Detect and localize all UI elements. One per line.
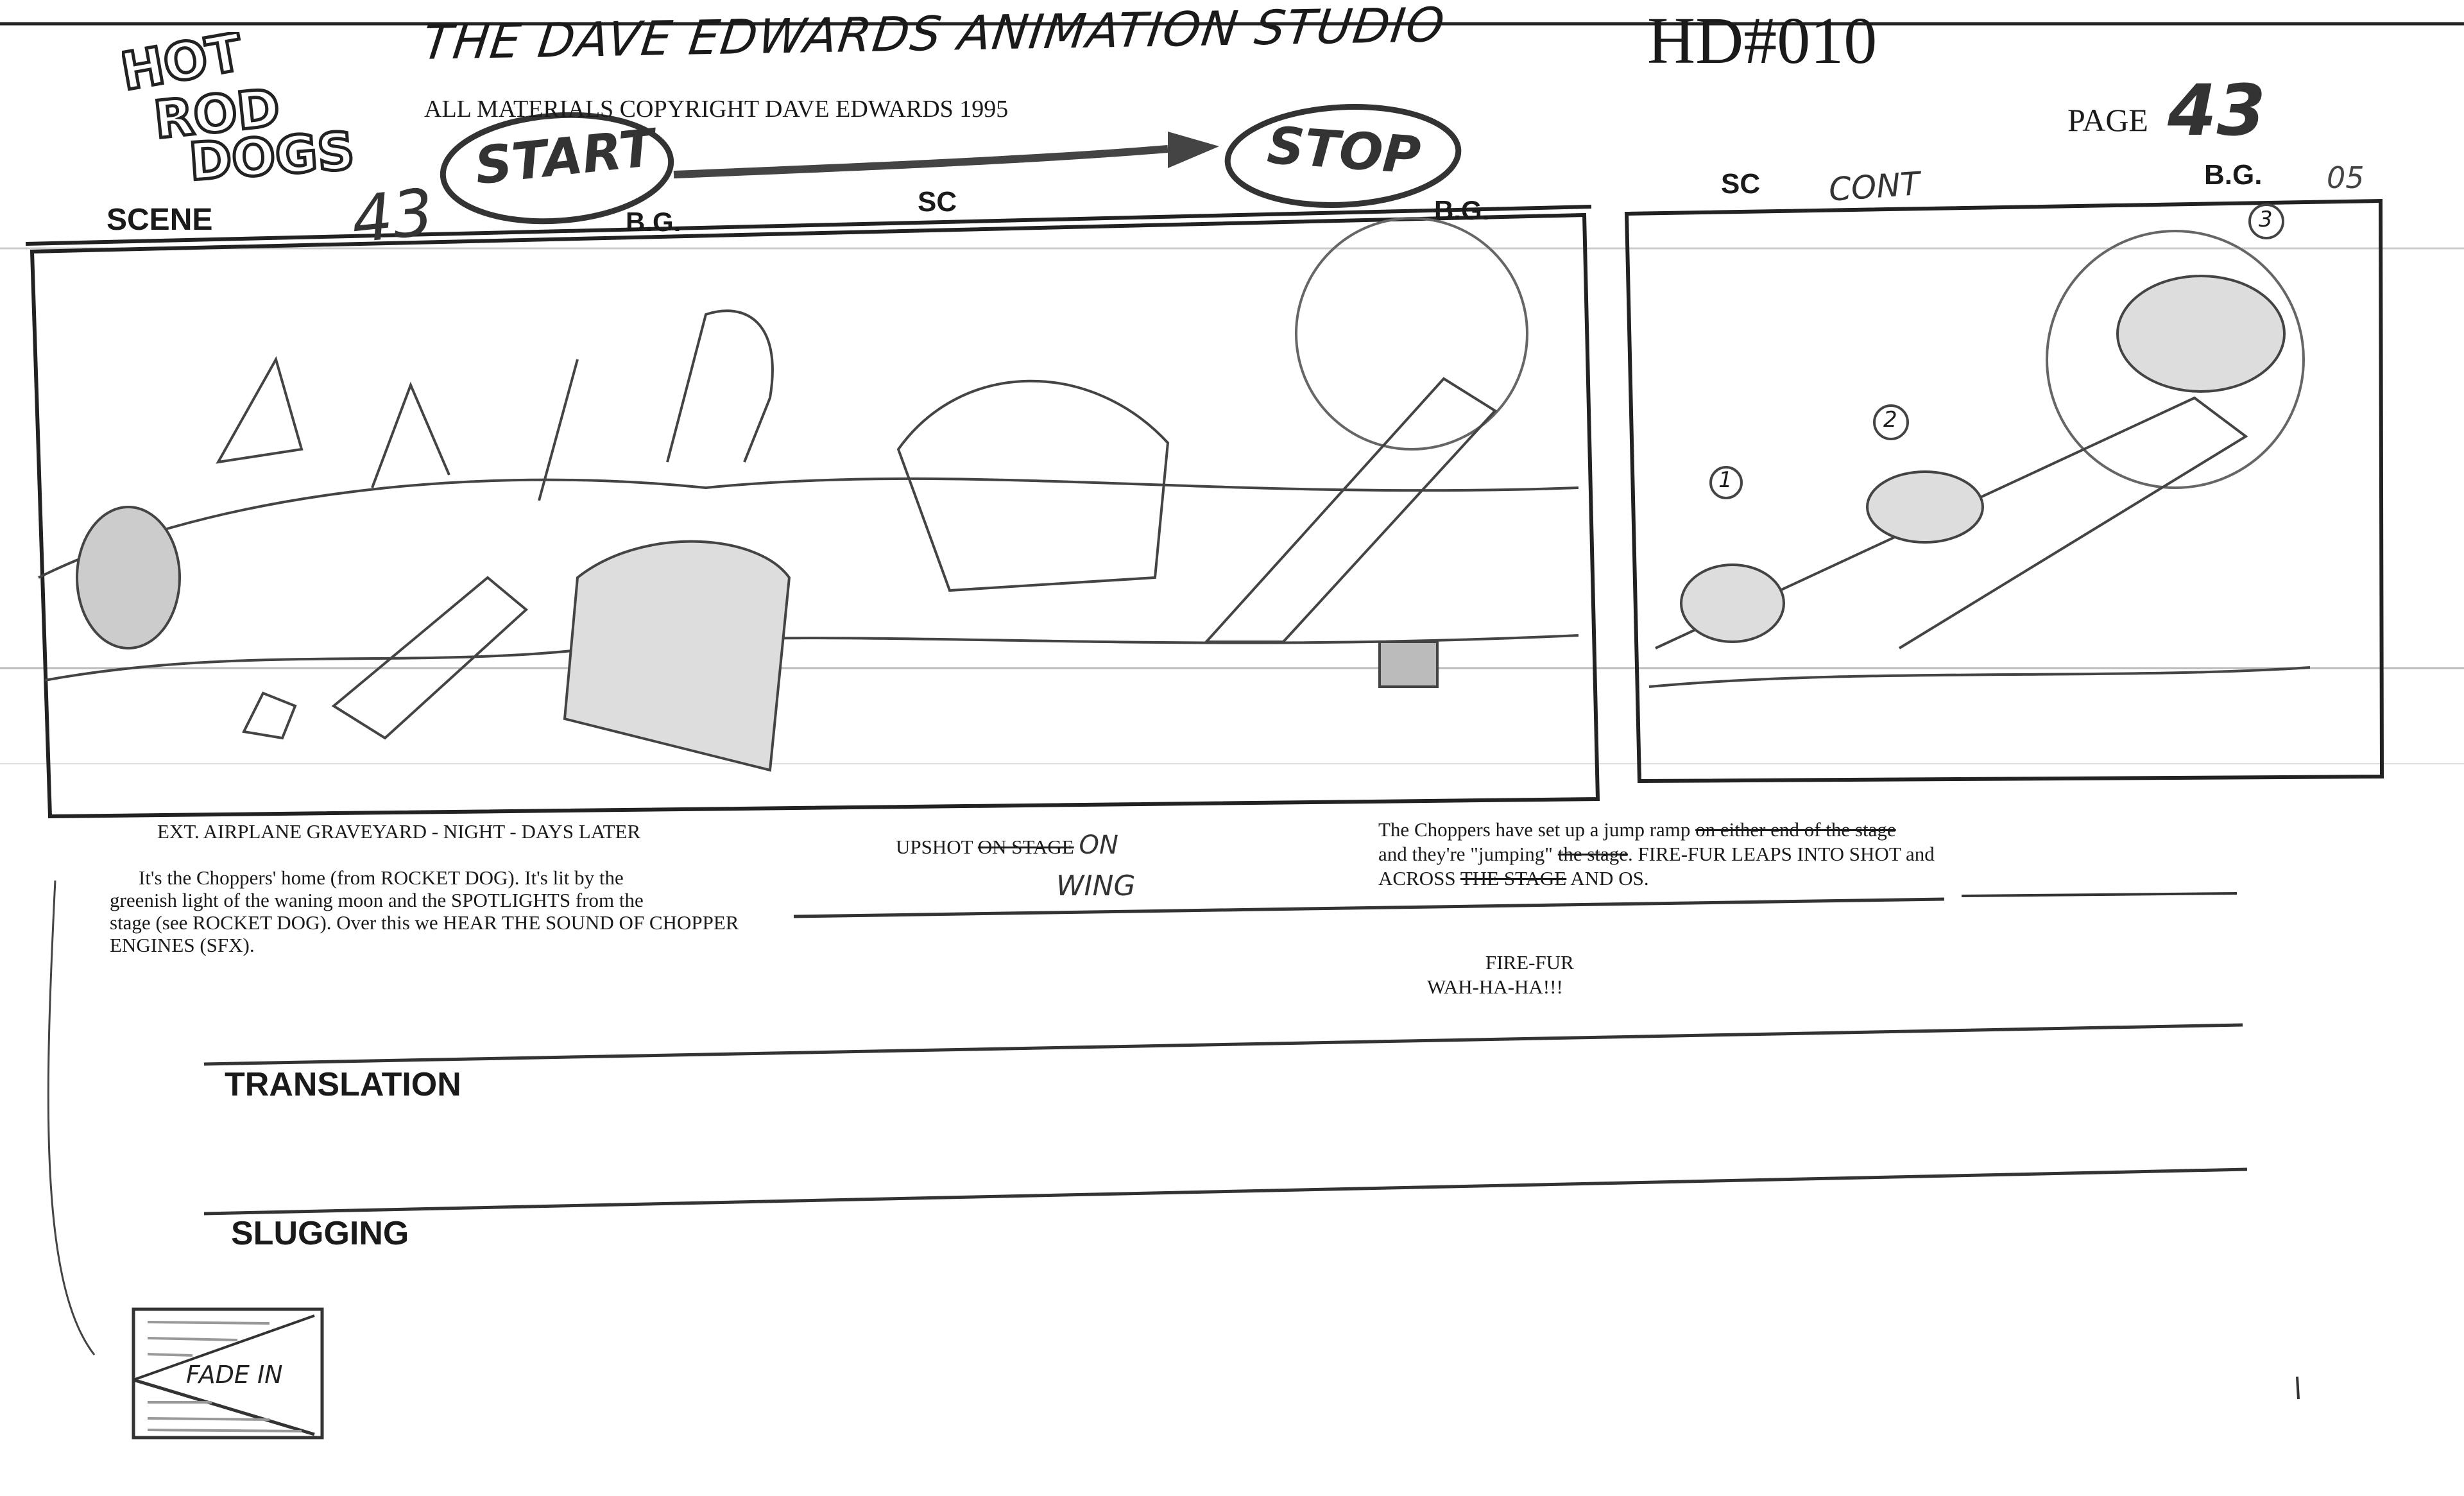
fade-in-label: FADE IN	[186, 1361, 283, 1389]
scene-slugline: EXT. AIRPLANE GRAVEYARD - NIGHT - DAYS L…	[157, 820, 641, 843]
slugging-label: SLUGGING	[231, 1215, 409, 1252]
scene-label: SCENE	[107, 203, 213, 237]
page-label: PAGE	[2067, 102, 2148, 138]
episode-code: HD#010	[1647, 4, 1878, 78]
description-line: greenish light of the waning moon and th…	[110, 889, 644, 911]
logo-graphic: HOT ROD DOGS	[115, 21, 358, 194]
description-line: It's the Choppers' home (from ROCKET DOG…	[139, 866, 624, 889]
panel-2-bg-value: 05	[2327, 160, 2365, 195]
action-text: AND OS.	[1570, 867, 1649, 890]
copyright-notice: ALL MATERIALS COPYRIGHT DAVE EDWARDS 199…	[424, 96, 1009, 123]
page-number: 43	[2168, 69, 2266, 151]
start-to-stop-arrow	[673, 145, 1168, 178]
panel-2-marker-2: 2	[1883, 407, 1897, 433]
camera-handwritten: ON	[1079, 830, 1118, 860]
panel-2-marker-3: 3	[2259, 207, 2273, 232]
svg-text:DOGS: DOGS	[187, 121, 357, 186]
panel-2-sc-label: SC	[1721, 168, 1761, 200]
start-oval	[440, 112, 674, 225]
translation-label: TRANSLATION	[225, 1066, 461, 1103]
panel-1-sketch	[38, 217, 1579, 772]
action-struck-text: THE STAGE	[1460, 867, 1567, 890]
margin-curve	[47, 880, 96, 1355]
dialogue-character: FIRE-FUR	[1485, 951, 1574, 974]
moon	[2046, 230, 2305, 489]
camera-text: UPSHOT	[896, 836, 973, 858]
camera-direction: UPSHOT ON STAGE ON	[896, 832, 1118, 858]
moon	[1295, 217, 1528, 451]
camera-struck-text: ON STAGE	[977, 836, 1074, 858]
description-line: stage (see ROCKET DOG). Over this we HEA…	[110, 911, 739, 934]
panel-2-bg-label: B.G.	[2204, 159, 2263, 191]
sc-label: SC	[918, 186, 957, 218]
action-text: and they're "jumping"	[1378, 843, 1553, 865]
panel-2-marker-1: 1	[1718, 467, 1733, 493]
description-line: ENGINES (SFX).	[110, 934, 255, 956]
action-struck-text: the stage	[1557, 843, 1629, 865]
storyboard-panel-1-frame	[30, 212, 1600, 819]
storyboard-panel-2-frame	[1624, 198, 2384, 784]
hot-rod-dogs-logo: HOT ROD DOGS	[115, 21, 379, 194]
action-text: . FIRE-FUR LEAPS INTO SHOT and	[1628, 843, 1935, 865]
scene-description: It's the Choppers' home (from ROCKET DOG…	[110, 866, 739, 956]
stop-bg-label: B.G.	[1434, 195, 1490, 225]
action-description: The Choppers have set up a jump ramp on …	[1378, 818, 1935, 891]
stop-marker: STOP	[1265, 115, 1423, 186]
start-bg-label: B.G.	[626, 207, 681, 237]
panel-2-sketch	[1648, 203, 2311, 688]
fade-in-box	[132, 1307, 324, 1440]
action-struck-text: on either end of the stage	[1695, 818, 1896, 841]
arrow-head	[1168, 132, 1219, 168]
action-text: ACROSS	[1378, 867, 1456, 890]
action-text: The Choppers have set up a jump ramp	[1378, 818, 1691, 841]
scene-number: 43	[348, 174, 438, 258]
stop-oval	[1224, 104, 1462, 208]
svg-text:ROD: ROD	[151, 78, 283, 150]
panel-2-sc-value: CONT	[1827, 165, 1922, 209]
dialogue-line: WAH-HA-HA!!!	[1427, 976, 1563, 998]
camera-handwritten-wing: WING	[1056, 870, 1136, 902]
